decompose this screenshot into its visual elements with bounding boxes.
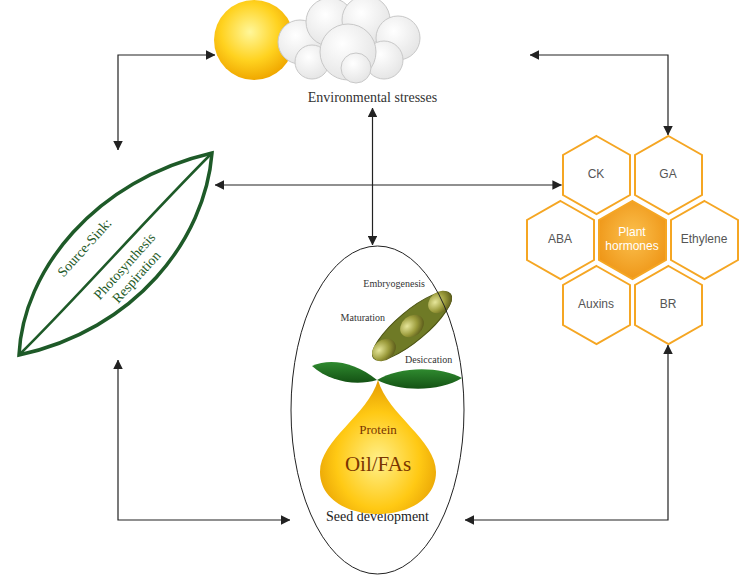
seedling-illustration [312, 282, 462, 388]
drop-outline [318, 380, 438, 515]
cloud-icon [278, 0, 420, 83]
stage-label: Maturation [341, 313, 385, 323]
stage-label: Desiccation [405, 355, 452, 365]
stage-label: Embryogenesis [363, 279, 425, 289]
leaf-outline [15, 150, 215, 360]
hormone-hexagon: GA [634, 135, 703, 215]
double-arrow [118, 55, 215, 150]
hormone-label: Auxins [578, 298, 614, 312]
hormone-hexagon: CK [562, 135, 631, 215]
hormone-label: GA [659, 168, 676, 182]
oil-drop: ProteinOil/FAs [318, 380, 438, 515]
hormone-hexagon: Plant hormones [598, 200, 667, 280]
hormone-hexagon: BR [634, 265, 703, 345]
double-arrow [215, 184, 562, 185]
drop-label: Oil/FAs [318, 452, 438, 477]
hormone-hexagon: Ethylene [670, 200, 739, 280]
hormone-hexagon: ABA [526, 200, 595, 280]
double-arrow [372, 108, 373, 245]
hormone-label: Ethylene [681, 233, 728, 247]
hormone-label: BR [660, 298, 677, 312]
hormone-label: ABA [548, 233, 572, 247]
double-arrow [530, 55, 668, 135]
stress-icon-box: Environmental stresses [215, 0, 530, 108]
drop-label: Protein [318, 422, 438, 438]
node-label: Environmental stresses [215, 90, 530, 106]
double-arrow [118, 360, 290, 520]
hormone-label: Plant hormones [603, 226, 662, 254]
double-arrow [465, 345, 668, 520]
leaf-shape: Source-Sink:Photosynthesis Respiration [15, 150, 215, 360]
hormone-label: CK [588, 168, 605, 182]
hormone-hexagon: Auxins [562, 265, 631, 345]
seed-ellipse: Seed developmentProteinOil/FAs [290, 245, 465, 575]
